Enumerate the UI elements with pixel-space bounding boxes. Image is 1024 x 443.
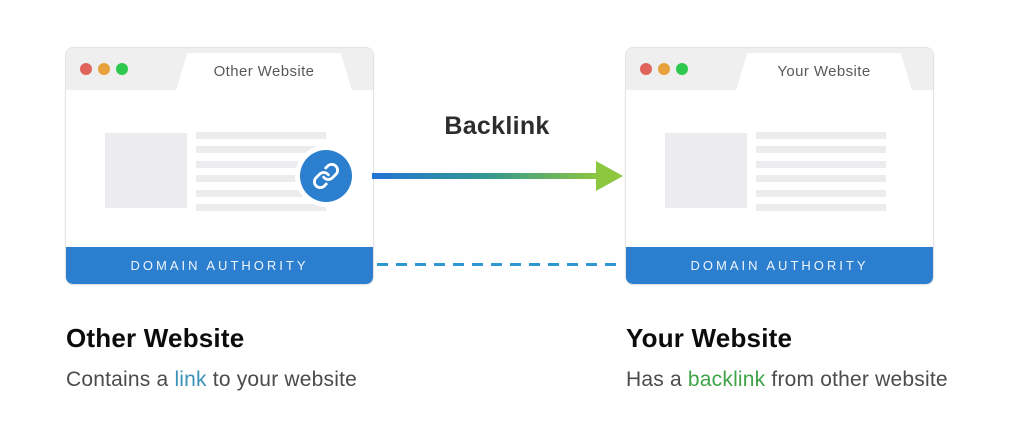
- backlink-arrow-shaft: [372, 173, 598, 179]
- green-dot-icon: [116, 63, 128, 75]
- link-icon: [313, 163, 339, 189]
- browser-window-your: Your Website DOMAIN AUTHORITY: [625, 47, 934, 285]
- browser-tab: Your Website: [736, 53, 912, 90]
- red-dot-icon: [80, 63, 92, 75]
- link-highlight: link: [174, 368, 207, 391]
- caption-desc-post: from other website: [765, 368, 948, 391]
- browser-tab: Other Website: [176, 53, 352, 90]
- text-placeholder-line: [196, 189, 326, 197]
- image-placeholder: [105, 133, 187, 208]
- tab-title: Other Website: [213, 63, 315, 80]
- red-dot-icon: [640, 63, 652, 75]
- domain-authority-label: DOMAIN AUTHORITY: [690, 258, 869, 273]
- text-placeholder-line: [196, 203, 326, 211]
- caption-desc-your: Has a backlink from other website: [626, 368, 948, 392]
- traffic-lights: [640, 63, 688, 75]
- caption-heading-your: Your Website: [626, 323, 793, 353]
- text-placeholder-line: [756, 189, 886, 197]
- text-placeholder-line: [756, 160, 886, 168]
- orange-dot-icon: [98, 63, 110, 75]
- caption-desc-post: to your website: [206, 368, 358, 391]
- text-placeholder-line: [196, 146, 326, 154]
- text-placeholder-line: [196, 160, 326, 168]
- text-placeholder-block: [756, 132, 886, 218]
- text-placeholder-line: [196, 132, 326, 139]
- domain-authority-connector: [377, 263, 624, 266]
- backlink-highlight: backlink: [687, 368, 766, 391]
- traffic-lights: [80, 63, 128, 75]
- text-placeholder-line: [756, 175, 886, 183]
- text-placeholder-block: [196, 132, 326, 218]
- text-placeholder-line: [756, 146, 886, 154]
- caption-desc-pre: Has a: [626, 368, 688, 391]
- orange-dot-icon: [658, 63, 670, 75]
- tab-title: Your Website: [777, 63, 871, 80]
- arrow-head-icon: [596, 161, 623, 191]
- caption-desc-pre: Contains a: [66, 368, 175, 391]
- window-header: Other Website: [66, 48, 373, 90]
- green-dot-icon: [676, 63, 688, 75]
- text-placeholder-line: [196, 175, 326, 183]
- window-header: Your Website: [626, 48, 933, 90]
- link-badge: [300, 150, 352, 202]
- browser-window-other: Other Website DOMAIN AUTHORITY: [65, 47, 374, 285]
- caption-heading-other: Other Website: [66, 323, 245, 353]
- domain-authority-label: DOMAIN AUTHORITY: [130, 258, 309, 273]
- backlink-label: Backlink: [444, 112, 550, 140]
- domain-authority-bar: DOMAIN AUTHORITY: [626, 247, 933, 284]
- image-placeholder: [665, 133, 747, 208]
- text-placeholder-line: [756, 203, 886, 211]
- caption-desc-other: Contains a link to your website: [66, 368, 357, 392]
- domain-authority-bar: DOMAIN AUTHORITY: [66, 247, 373, 284]
- text-placeholder-line: [756, 132, 886, 139]
